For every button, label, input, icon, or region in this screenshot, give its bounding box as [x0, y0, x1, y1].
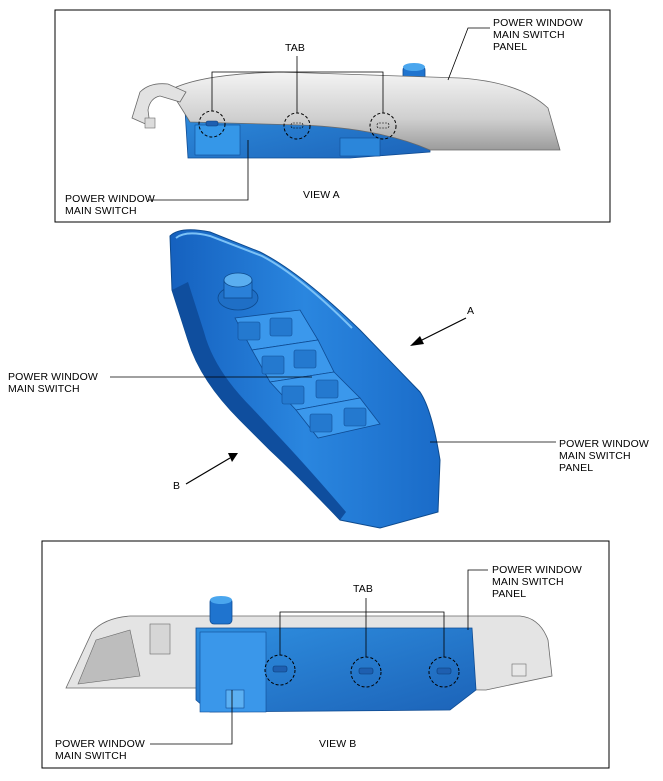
view-b-panel-label-line3: PANEL [492, 588, 527, 600]
middle-panel-label-line3: PANEL [559, 462, 594, 474]
arrow-a [410, 317, 467, 346]
view-b-switch-label-line1: POWER WINDOW [55, 738, 145, 750]
arrow-b-label: B [173, 480, 181, 492]
arrow-b [185, 453, 238, 485]
view-b-switch-label-line2: MAIN SWITCH [55, 750, 127, 762]
view-b-illustration [65, 569, 553, 745]
view-b-panel-label: POWER WINDOW MAIN SWITCH PANEL [492, 564, 582, 600]
view-b-panel-label-line2: MAIN SWITCH [492, 576, 564, 588]
arrow-a-label: A [467, 305, 475, 317]
middle-switch-label-line2: MAIN SWITCH [8, 383, 80, 395]
view-b-caption: VIEW B [319, 738, 357, 750]
view-b-tab-label: TAB [353, 583, 373, 595]
view-a-switch-label: POWER WINDOW MAIN SWITCH [65, 193, 155, 217]
middle-switch-label-line1: POWER WINDOW [8, 371, 98, 383]
middle-panel-label-line2: MAIN SWITCH [559, 450, 631, 462]
middle-panel-label-line1: POWER WINDOW [559, 438, 649, 450]
view-a-switch-label-line1: POWER WINDOW [65, 193, 155, 205]
view-a-panel-label-line1: POWER WINDOW [493, 17, 583, 29]
view-a-tab-label: TAB [285, 42, 305, 54]
view-b-switch-label: POWER WINDOW MAIN SWITCH [55, 738, 145, 762]
view-a-switch-label-line2: MAIN SWITCH [65, 205, 137, 217]
view-b-frame [41, 540, 610, 769]
middle-switch-label: POWER WINDOW MAIN SWITCH [8, 371, 98, 395]
main-switch-3d-illustration [110, 229, 556, 529]
view-a-frame [54, 9, 611, 223]
view-a-panel-label-line3: PANEL [493, 41, 528, 53]
middle-panel-label: POWER WINDOW MAIN SWITCH PANEL [559, 438, 649, 474]
view-a-caption: VIEW A [303, 189, 340, 201]
view-a-panel-label-line2: MAIN SWITCH [493, 29, 565, 41]
view-a-panel-label: POWER WINDOW MAIN SWITCH PANEL [493, 17, 583, 53]
view-b-panel-label-line1: POWER WINDOW [492, 564, 582, 576]
view-a-illustration [131, 27, 561, 201]
